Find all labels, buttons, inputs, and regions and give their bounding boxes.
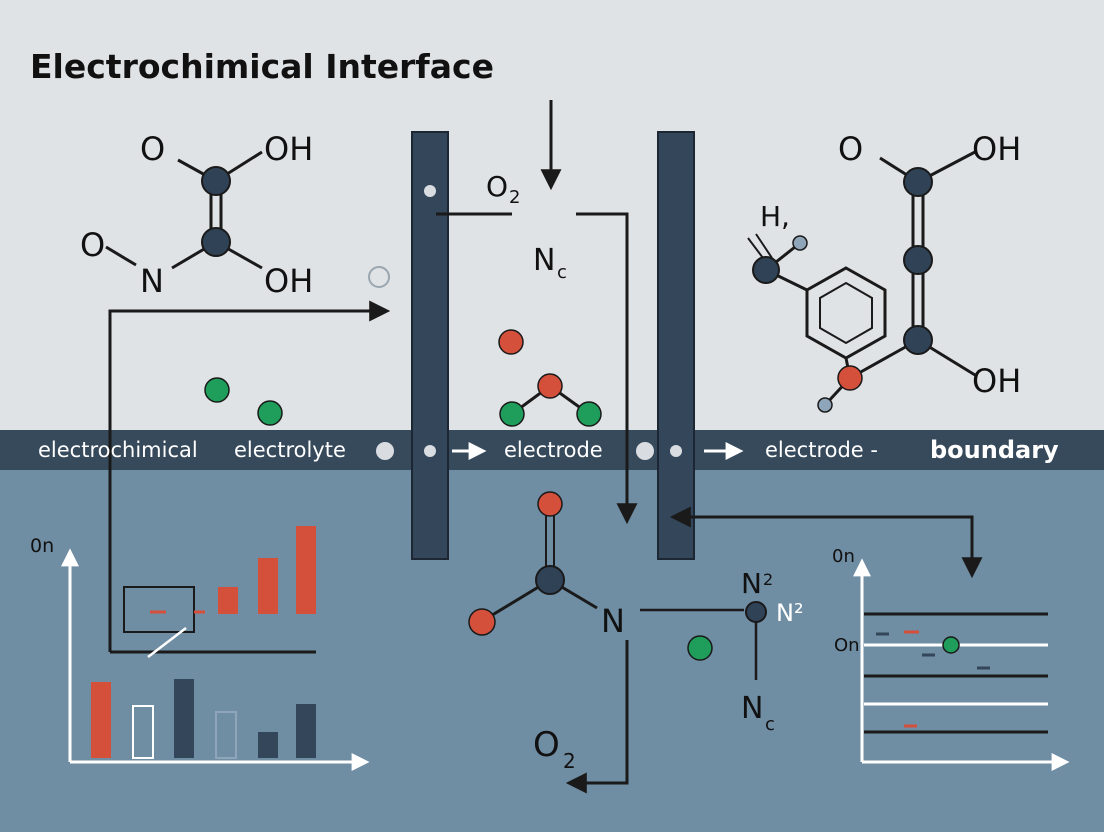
label-n2-b: N² (776, 599, 804, 627)
electrode-bar-right (657, 131, 695, 560)
atom-label: H, (760, 200, 790, 233)
label-n-center: N (601, 602, 625, 640)
band-label-electrode-dash: electrode - (765, 438, 878, 462)
atom-node (201, 227, 231, 257)
label-o2-bottom: O (533, 725, 560, 765)
molecule-right (747, 150, 976, 413)
molecule-lower (468, 491, 767, 794)
green-particle (257, 400, 283, 426)
atom-label: O (140, 130, 165, 168)
left-chart-axis-label: 0n (30, 535, 54, 557)
right-chart-axis-label-top: 0n (832, 546, 855, 567)
atom-label: O (838, 130, 863, 168)
label-o2-bottom-sub: 2 (563, 749, 576, 773)
green-particle (204, 377, 230, 403)
hollow-particle (368, 266, 390, 288)
connector-arrow-left (108, 300, 391, 652)
band-dot (424, 445, 436, 457)
label-n2-a-sub: 2 (763, 570, 773, 589)
label-nc-top-sub: c (557, 262, 567, 283)
band-label-boundary: boundary (930, 436, 1059, 464)
right-line-chart: 0n On (832, 546, 1070, 771)
atom-node (201, 166, 231, 196)
label-o2-top-sub: 2 (509, 187, 520, 208)
label-nc-top: N (533, 243, 555, 278)
atom-label: OH (972, 362, 1021, 400)
label-o2-top: O (486, 170, 508, 203)
atom-label: O (80, 226, 105, 264)
band-dot (670, 445, 682, 457)
molecule-left: O OH O N OH (80, 130, 313, 300)
band-dot (636, 442, 654, 460)
band-label-electrode: electrode (504, 438, 603, 462)
connector-arrow-center (576, 212, 638, 525)
atom-label: OH (264, 262, 313, 300)
right-chart-axis-label-mid: On (834, 635, 860, 656)
band-label-electrolyte: electrolyte (234, 438, 346, 462)
band-dot (376, 442, 394, 460)
page-title: Electrochimical Interface (30, 47, 494, 86)
label-n2-a: N (741, 567, 762, 600)
electrode-bar-left (411, 131, 449, 560)
connector-arrow-right (669, 506, 983, 579)
atom-label: OH (264, 130, 313, 168)
left-bar-chart: 0n (30, 526, 370, 771)
label-nc-bottom-sub: c (765, 714, 775, 735)
interface-band (0, 430, 1104, 470)
band-label-electrochimical: electrochimical (38, 438, 198, 462)
atom-label: N (140, 262, 164, 300)
label-nc-bottom: N (741, 691, 763, 726)
electrode-dot (424, 185, 436, 197)
upper-region-background (0, 0, 1104, 430)
atom-label: OH (972, 130, 1021, 168)
molecule-triangle (498, 329, 602, 427)
